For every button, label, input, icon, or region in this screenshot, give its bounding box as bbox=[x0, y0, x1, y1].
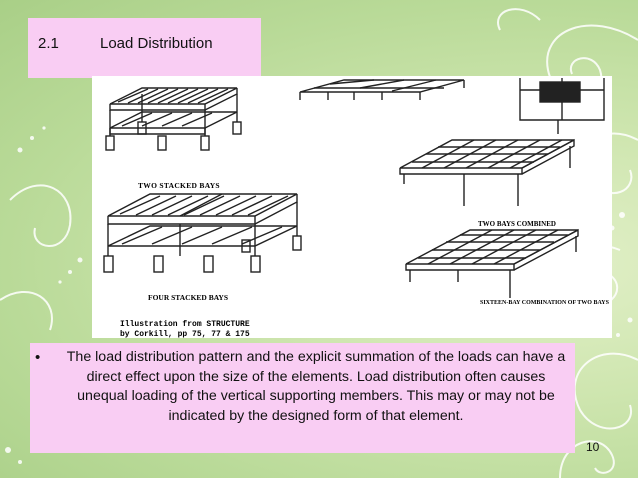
slide-title: 2.1 Load Distribution bbox=[38, 35, 213, 52]
title-label: Load Distribution bbox=[100, 35, 213, 52]
caption-illustration-line2: by Corkill, pp 75, 77 & 175 bbox=[120, 330, 250, 338]
two-bays-combined-sketch bbox=[399, 138, 575, 206]
caption-two-stacked: TWO STACKED BAYS bbox=[138, 181, 220, 190]
structural-bays-drawing: TWO STACKED BAYS FOUR STACKED BAYS TWO B… bbox=[103, 78, 610, 339]
title-box: 2.1 Load Distribution bbox=[28, 18, 261, 78]
caption-illustration-line1: Illustration from STRUCTURE bbox=[120, 320, 250, 329]
grid-frame-sketch bbox=[299, 79, 465, 100]
sixteen-bay-sketch bbox=[405, 228, 579, 298]
caption-four-stacked: FOUR STACKED BAYS bbox=[148, 293, 228, 302]
structure-illustration: TWO STACKED BAYS FOUR STACKED BAYS TWO B… bbox=[92, 76, 612, 339]
body-text-box: • The load distribution pattern and the … bbox=[30, 343, 575, 453]
bullet-marker: • bbox=[35, 349, 41, 366]
body-paragraph: The load distribution pattern and the ex… bbox=[66, 349, 566, 424]
title-number: 2.1 bbox=[38, 35, 59, 52]
plan-view-sketch bbox=[519, 78, 605, 134]
caption-sixteen-bay: SIXTEEN-BAY COMBINATION OF TWO BAYS bbox=[480, 300, 610, 306]
caption-two-bays-combined: TWO BAYS COMBINED bbox=[478, 220, 556, 228]
two-stacked-bays-sketch bbox=[105, 87, 242, 151]
four-stacked-bays-sketch bbox=[103, 193, 302, 273]
page-number: 10 bbox=[586, 440, 600, 454]
